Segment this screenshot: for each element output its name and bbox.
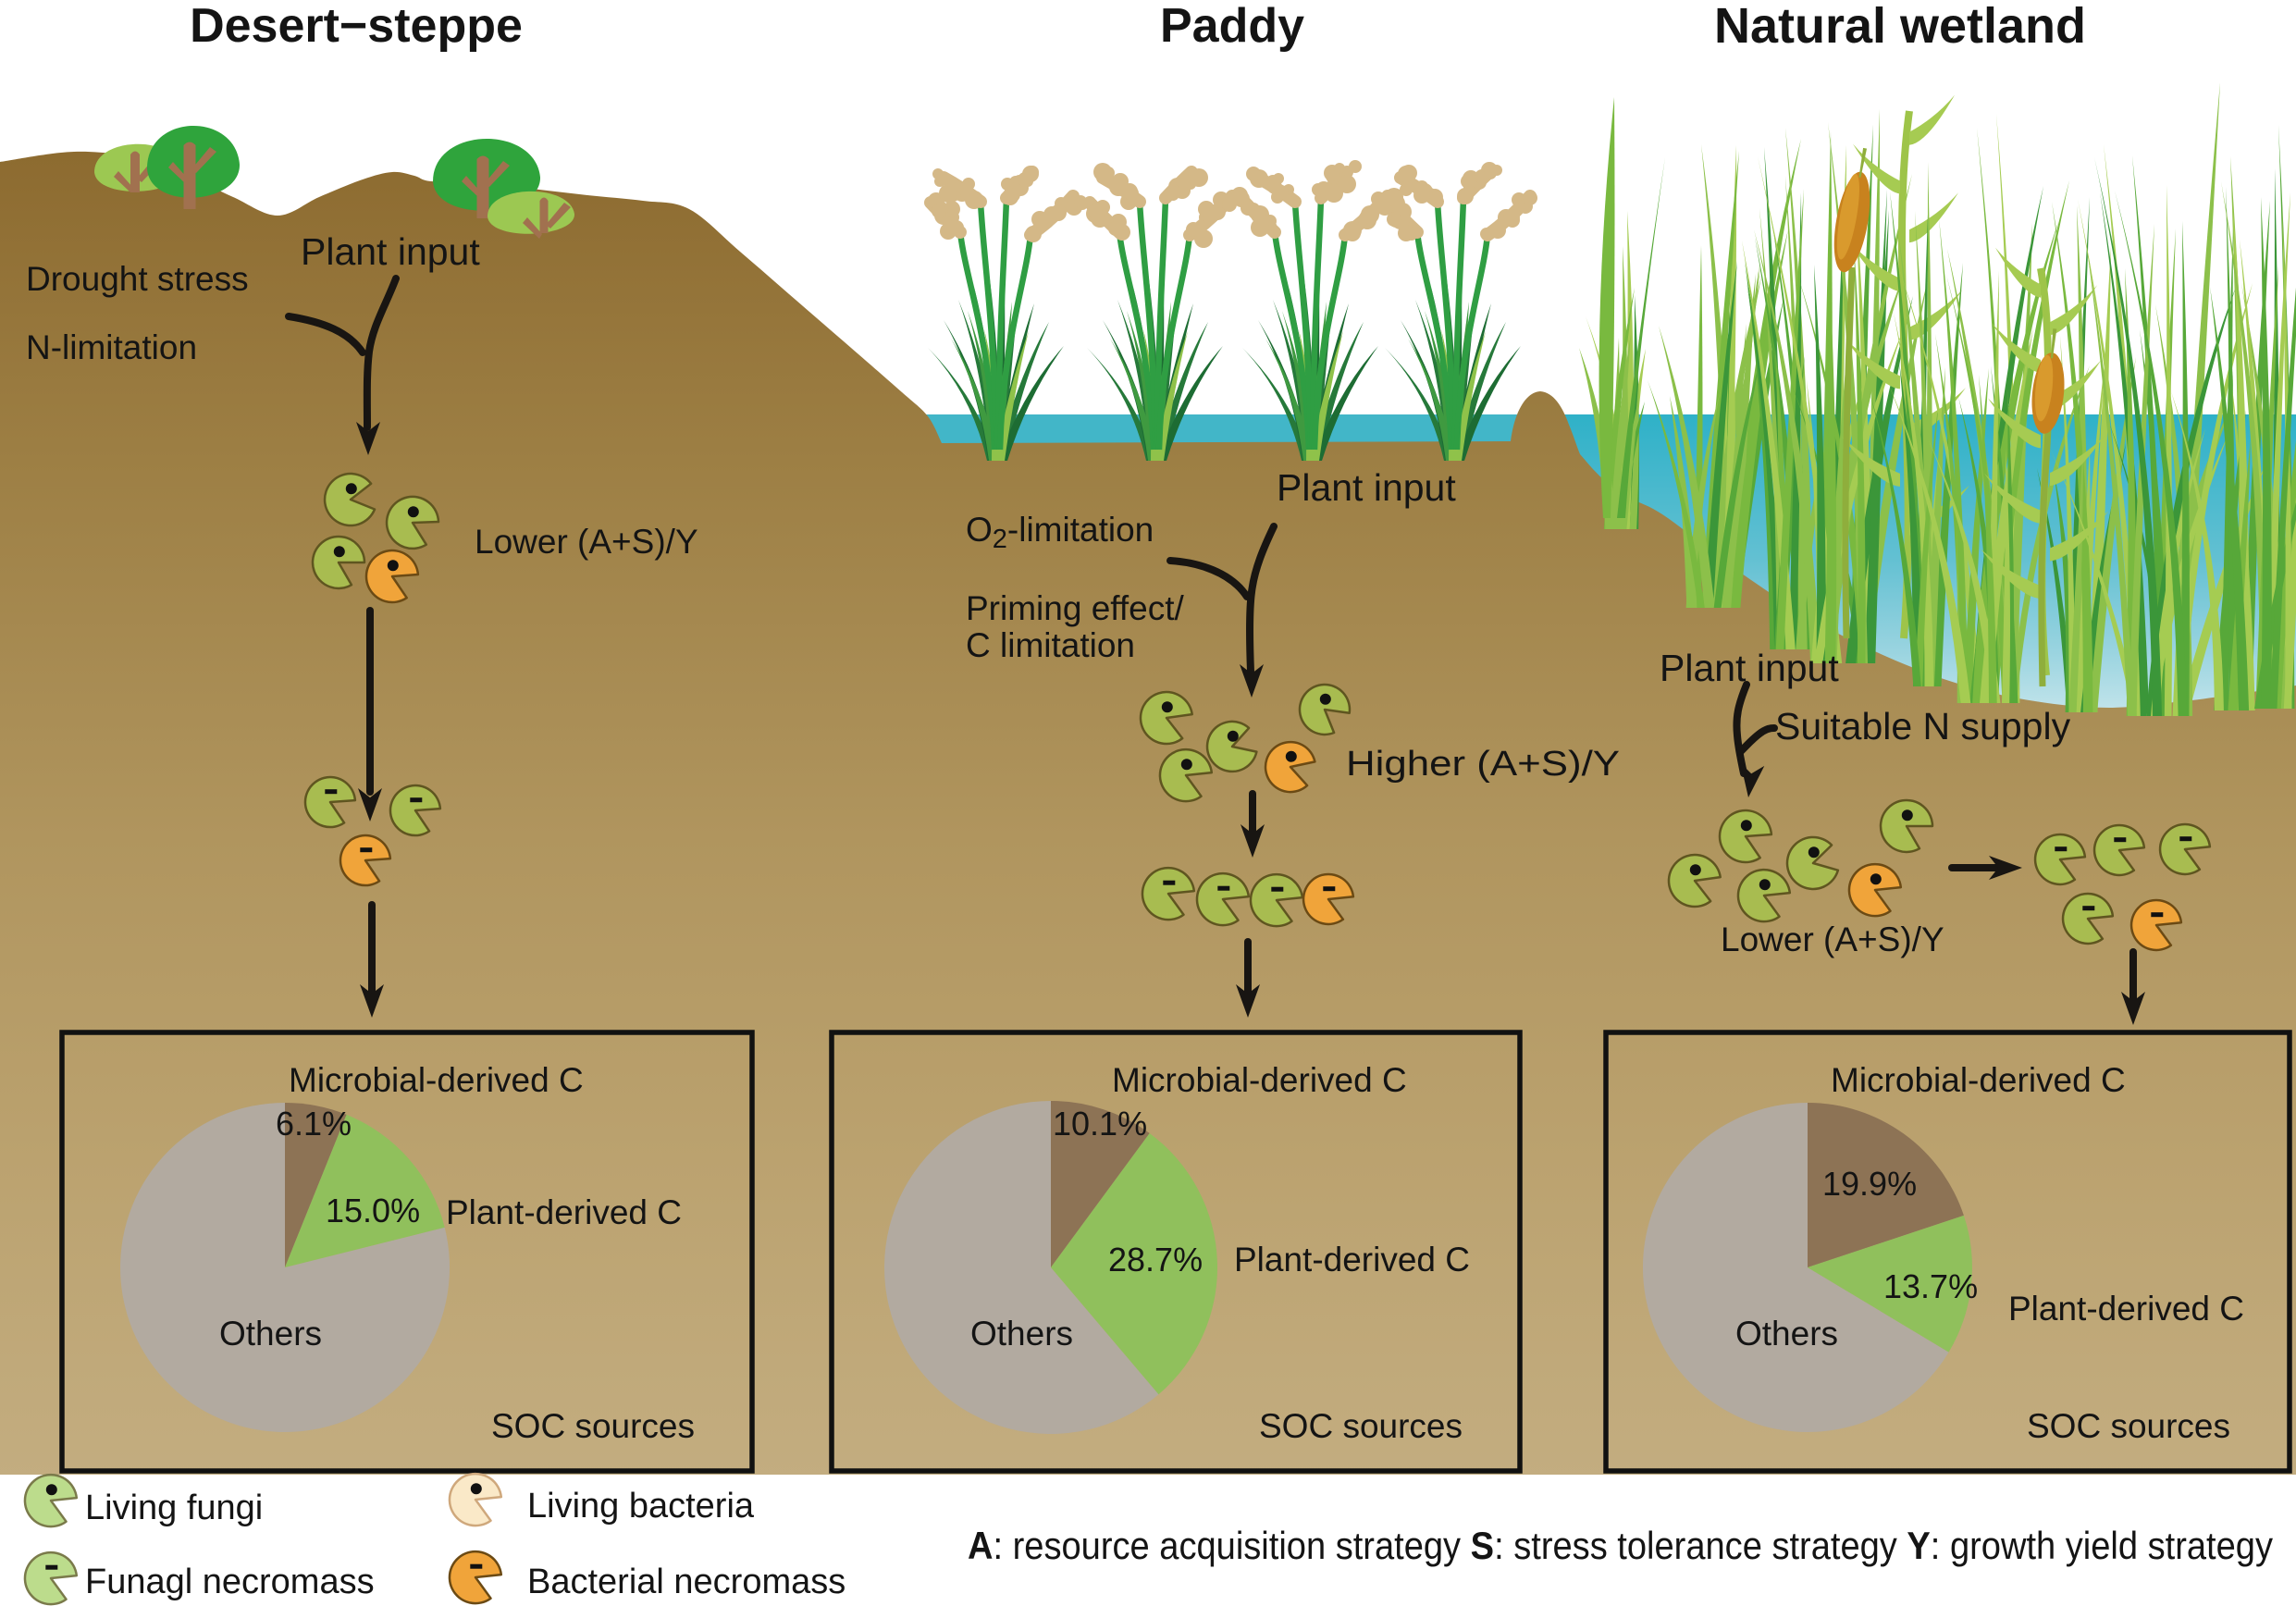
svg-text:N-limitation: N-limitation [26,328,197,366]
svg-text:Plant input: Plant input [1277,466,1456,509]
svg-text:13.7%: 13.7% [1883,1267,1978,1305]
svg-text:Priming effect/: Priming effect/ [966,589,1185,627]
svg-text:SOC sources: SOC sources [2027,1407,2230,1445]
svg-text:Living fungi: Living fungi [85,1489,263,1527]
svg-text:Desert−steppe: Desert−steppe [190,0,523,53]
svg-text:Living bacteria: Living bacteria [527,1487,755,1526]
svg-text:Plant-derived C: Plant-derived C [1234,1241,1470,1279]
svg-text:Plant input: Plant input [1660,647,1839,689]
svg-text:10.1%: 10.1% [1053,1105,1147,1143]
svg-text:Others: Others [219,1315,322,1353]
svg-text:6.1%: 6.1% [276,1105,352,1143]
svg-text:28.7%: 28.7% [1108,1241,1203,1279]
svg-text:Lower (A+S)/Y: Lower (A+S)/Y [1721,920,1944,958]
svg-text:Plant-derived C: Plant-derived C [2008,1290,2244,1328]
svg-text:Funagl necromass: Funagl necromass [85,1563,375,1601]
svg-text:Higher (A+S)/Y: Higher (A+S)/Y [1346,745,1620,784]
svg-text:A: resource acquisition strate: A: resource acquisition strategy S: stre… [968,1524,2273,1567]
svg-text:Plant input: Plant input [301,230,480,273]
svg-text:Microbial-derived C: Microbial-derived C [1831,1061,2126,1099]
svg-text:15.0%: 15.0% [326,1192,420,1229]
svg-text:Others: Others [1735,1315,1838,1353]
svg-text:Bacterial necromass: Bacterial necromass [527,1563,846,1601]
svg-text:19.9%: 19.9% [1822,1165,1917,1203]
svg-text:Lower (A+S)/Y: Lower (A+S)/Y [475,523,698,561]
svg-text:Microbial-derived C: Microbial-derived C [1112,1061,1407,1099]
svg-text:Others: Others [970,1315,1073,1353]
svg-text:Drought stress: Drought stress [26,260,249,298]
svg-text:C limitation: C limitation [966,626,1135,664]
svg-text:Natural wetland: Natural wetland [1714,0,2086,54]
svg-text:SOC sources: SOC sources [1259,1407,1463,1445]
svg-text:Paddy: Paddy [1160,0,1304,53]
svg-text:O2-limitation: O2-limitation [966,511,1154,554]
svg-text:Suitable N supply: Suitable N supply [1775,705,2071,747]
svg-text:SOC sources: SOC sources [491,1407,695,1445]
svg-text:Plant-derived C: Plant-derived C [446,1193,682,1231]
svg-text:Microbial-derived C: Microbial-derived C [289,1061,584,1099]
